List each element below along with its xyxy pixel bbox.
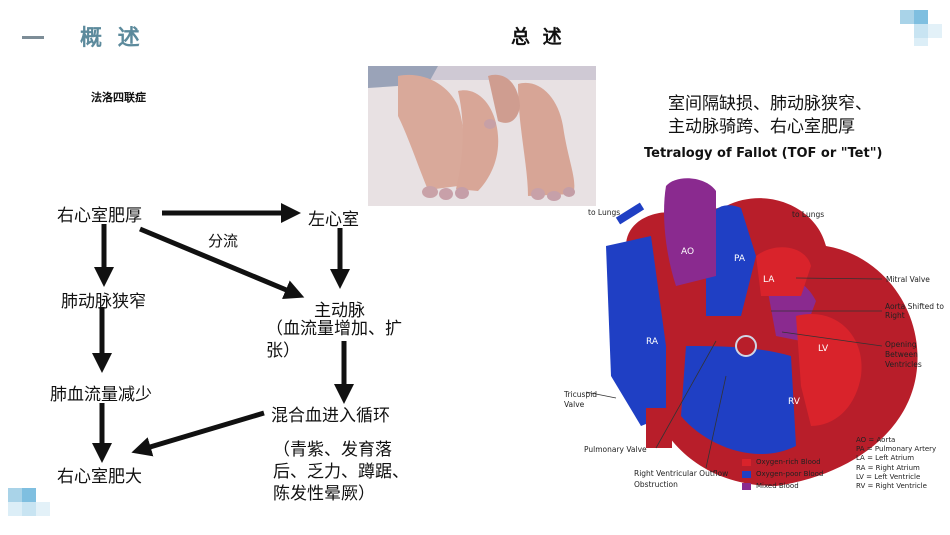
abbreviation-item: PA = Pulmonary Artery xyxy=(856,445,937,454)
abbreviation-item: LV = Left Ventricle xyxy=(856,472,921,481)
legend-swatch xyxy=(742,470,751,478)
legend-label: Mixed Blood xyxy=(756,482,799,490)
flowchart-label: 法洛四联症 xyxy=(91,91,146,104)
right-ventricle-shape xyxy=(681,346,796,455)
blood-legend: Oxygen-rich Blood Oxygen-poor Blood Mixe… xyxy=(742,456,823,492)
label-opening-between-ventricles: Opening Between Ventricles xyxy=(885,340,922,369)
node-mixed-blood: 混合血进入循环 xyxy=(271,406,390,426)
node-shunt: 分流 xyxy=(208,232,239,250)
arrow-rvh-to-aorta xyxy=(139,226,305,299)
legend-label: Oxygen-rich Blood xyxy=(756,458,821,466)
label-mitral-valve: Mitral Valve xyxy=(886,275,930,284)
pulmonary-artery-shape xyxy=(706,205,756,316)
legend-label: Oxygen-poor Blood xyxy=(756,470,824,478)
section-dash xyxy=(22,36,44,39)
left-ventricle-shape xyxy=(796,314,862,426)
node-rv-enlargement: 右心室肥大 xyxy=(57,467,142,487)
legend-item: Oxygen-rich Blood xyxy=(742,456,823,468)
legend-swatch xyxy=(742,458,751,466)
main-title: 总 述 xyxy=(511,26,565,48)
tof-description: 室间隔缺损、肺动脉狭窄、主动脉骑跨、右心室肥厚 xyxy=(668,94,872,137)
section-title: 概 述 xyxy=(80,26,144,51)
node-pulmonary-stenosis: 肺动脉狭窄 xyxy=(61,292,146,312)
node-symptoms: （青紫、发育落后、乏力、蹲踞、陈发性晕厥） xyxy=(273,440,409,504)
label-pulmonary-valve: Pulmonary Valve xyxy=(584,445,647,454)
heart-diagram-title: Tetralogy of Fallot (TOF or "Tet") xyxy=(644,146,883,161)
heart-diagram: AO PA LA RA LV RV to Lungs to Lungs Mitr… xyxy=(585,178,930,486)
aorta-shape xyxy=(664,178,716,286)
node-aorta: 主动脉 xyxy=(314,301,365,321)
abbreviation-list: AO = Aorta PA = Pulmonary Artery LA = Le… xyxy=(856,436,936,491)
node-aorta-note: （血流量增加、扩张） xyxy=(266,319,402,361)
label-tricuspid-valve: Tricuspid Valve xyxy=(564,390,598,409)
label-lv: LV xyxy=(818,344,829,354)
abbreviation-item: RV = Right Ventricle xyxy=(856,482,927,491)
label-rvot-obstruction: Right Ventricular Outflow Obstruction xyxy=(634,469,729,489)
legend-swatch xyxy=(742,482,751,490)
abbreviation-item: AO = Aorta xyxy=(856,436,896,444)
right-atrium-shape xyxy=(606,236,666,426)
corner-decoration-bottom-left xyxy=(8,488,52,524)
label-aorta-shifted: Aorta Shifted to Right xyxy=(885,302,944,320)
label-pa: PA xyxy=(734,254,746,264)
label-to-lungs-left: to Lungs xyxy=(588,208,620,217)
arrow-mixing-to-rv xyxy=(131,410,265,457)
legend-item: Oxygen-poor Blood xyxy=(742,468,823,480)
label-ao: AO xyxy=(681,247,694,257)
left-atrium-shape xyxy=(756,247,811,296)
label-ra: RA xyxy=(646,337,659,347)
abbreviation-item: LA = Left Atrium xyxy=(856,454,915,463)
patient-feet-photo xyxy=(368,66,596,206)
node-reduced-pulmonary-flow: 肺血流量减少 xyxy=(50,385,152,405)
label-to-lungs-right: to Lungs xyxy=(792,210,824,219)
abbreviation-item: RA = Right Atrium xyxy=(856,463,920,472)
node-left-ventricle: 左心室 xyxy=(308,210,359,230)
node-rv-hypertrophy: 右心室肥厚 xyxy=(57,206,142,226)
label-la: LA xyxy=(763,275,775,285)
corner-decoration-top-right xyxy=(900,10,944,46)
label-rv: RV xyxy=(788,397,801,407)
legend-item: Mixed Blood xyxy=(742,480,823,492)
